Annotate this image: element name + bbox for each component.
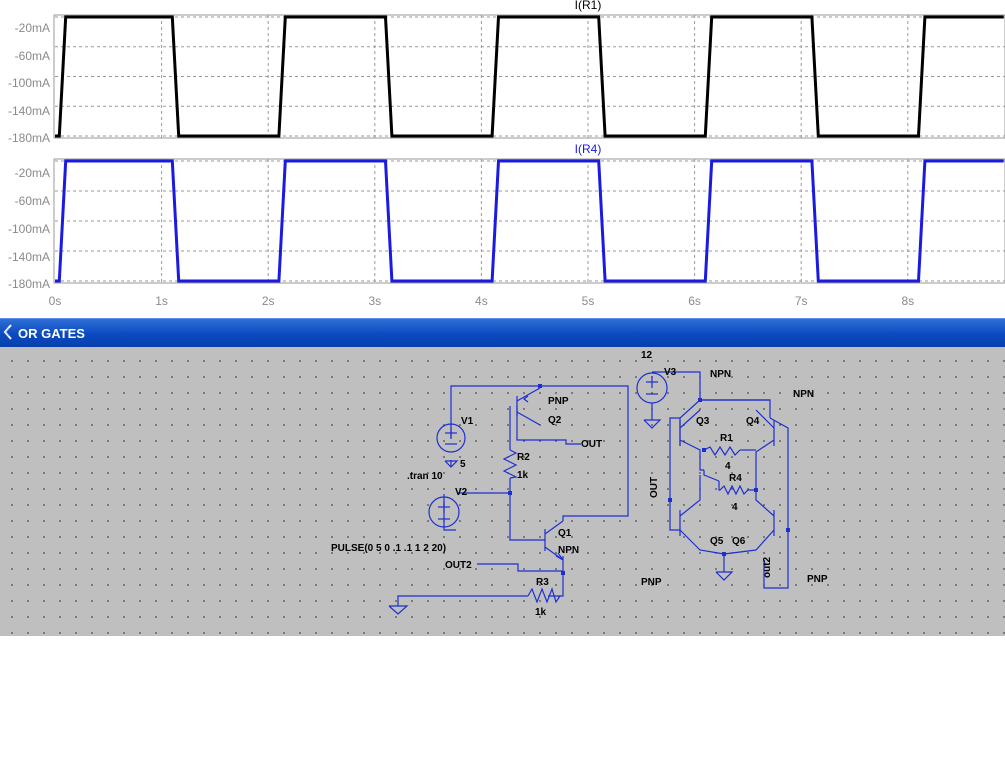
label-q2-type: PNP [548, 396, 569, 407]
label-r2-value: 1k [517, 470, 529, 481]
label-npn-right: NPN [793, 389, 814, 400]
label-q5: Q5 [710, 536, 724, 547]
label-q4: Q4 [746, 416, 760, 427]
label-q2: Q2 [548, 415, 562, 426]
label-q1: Q1 [558, 528, 572, 539]
x-tick-label: 1s [155, 294, 168, 308]
x-tick-label: 4s [475, 294, 488, 308]
pane-1: I(R1) -20mA -60mA -100mA -140mA -180mA [8, 0, 1005, 145]
label-v2: V2 [455, 487, 468, 498]
label-out-net: OUT [581, 439, 602, 450]
y-tick-1-3: -140mA [8, 104, 50, 118]
schematic-labels: V1 5 .tran 10 V2 PULSE(0 5 0 .1 .1 1 2 2… [331, 350, 828, 618]
label-r3: R3 [536, 577, 549, 588]
label-r3-value: 1k [535, 607, 547, 618]
label-r1: R1 [720, 433, 733, 444]
x-tick-label: 8s [901, 294, 914, 308]
label-v1: V1 [461, 416, 474, 427]
trace-label-2: I(R4) [575, 142, 602, 156]
x-tick-label: 5s [582, 294, 595, 308]
label-v3: V3 [664, 367, 677, 378]
label-pnp-right: PNP [807, 574, 828, 585]
waveform-viewer[interactable]: I(R1) -20mA -60mA -100mA -140mA -180mA I… [0, 0, 1005, 315]
x-tick-label: 6s [688, 294, 701, 308]
y-tick-1-1: -60mA [15, 49, 50, 63]
label-q1-type: NPN [558, 545, 579, 556]
label-pnp-left: PNP [641, 577, 662, 588]
y-tick-2-1: -60mA [15, 194, 50, 208]
y-tick-2-3: -140mA [8, 250, 50, 264]
schematic-title-bar[interactable]: OR GATES [0, 318, 1005, 347]
schematic-window-title: OR GATES [18, 326, 85, 341]
trace-line-2 [55, 159, 1004, 283]
y-tick-2-2: -100mA [8, 222, 50, 236]
label-tran: .tran 10 [407, 471, 443, 482]
schematic-window-icon[interactable] [2, 324, 14, 340]
label-v3-value: 12 [641, 350, 653, 361]
label-v3-type: NPN [710, 369, 731, 380]
y-tick-1-4: -180mA [8, 131, 50, 145]
trace-label-1: I(R1) [575, 0, 602, 12]
pane-2: I(R4) -20mA -60mA -100mA -140mA -180mA [8, 142, 1005, 291]
label-r4-value: 4 [732, 502, 738, 513]
label-out-vertical: OUT [649, 477, 660, 498]
label-q3: Q3 [696, 416, 710, 427]
x-tick-label: 0s [49, 294, 62, 308]
label-pulse: PULSE(0 5 0 .1 .1 1 2 20) [331, 543, 446, 554]
x-tick-label: 7s [795, 294, 808, 308]
y-tick-2-0: -20mA [15, 166, 50, 180]
y-tick-2-4: -180mA [8, 277, 50, 291]
schematic-drawing[interactable]: V1 5 .tran 10 V2 PULSE(0 5 0 .1 .1 1 2 2… [0, 347, 1005, 636]
x-tick-label: 2s [262, 294, 275, 308]
x-axis: 0s 1s 2s 3s 4s 5s 6s 7s 8s [49, 294, 914, 308]
label-r1-value: 4 [725, 461, 731, 472]
trace-line-1 [55, 15, 1004, 138]
y-tick-1-2: -100mA [8, 76, 50, 90]
label-r4: R4 [729, 473, 742, 484]
x-tick-label: 3s [368, 294, 381, 308]
y-tick-1-0: -20mA [15, 21, 50, 35]
label-out2-net: OUT2 [445, 560, 472, 571]
schematic-canvas[interactable] [0, 347, 1005, 636]
label-q6: Q6 [732, 536, 746, 547]
label-v1-value: 5 [460, 459, 466, 470]
label-r2: R2 [517, 452, 530, 463]
label-out2-vertical: out2 [762, 556, 773, 578]
